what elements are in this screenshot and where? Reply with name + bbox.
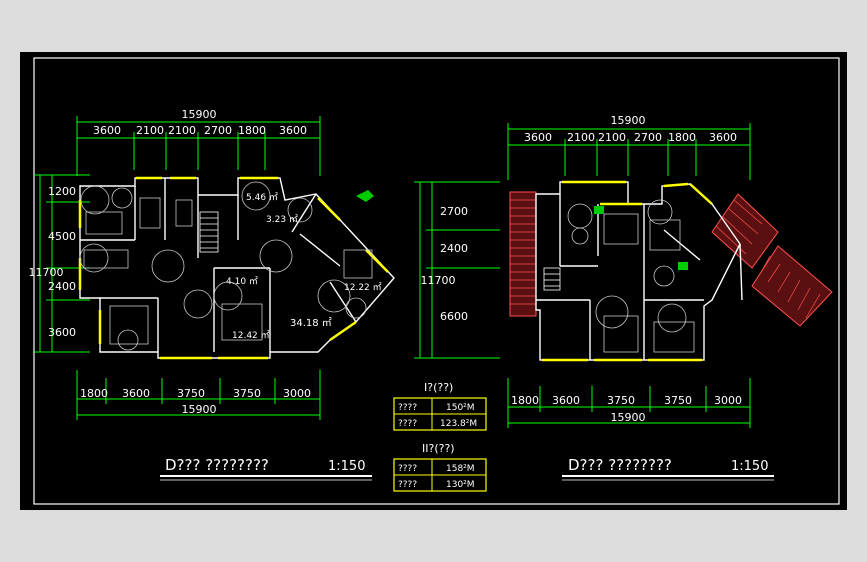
right-bottom-seg-1: 1800	[511, 394, 539, 407]
left-plan-scale: 1:150	[328, 459, 365, 474]
right-top-seg-2: 2100	[567, 131, 595, 144]
right-side-seg-1: 2700	[440, 205, 468, 218]
left-bottom-seg-1: 1800	[80, 387, 108, 400]
right-plan-windows	[542, 180, 713, 362]
right-side-seg-2: 2400	[440, 242, 468, 255]
right-top-dimensions	[507, 123, 751, 180]
right-plan-scale: 1:150	[731, 459, 768, 474]
right-stair	[543, 267, 561, 291]
right-side-total: 11700	[421, 274, 456, 287]
left-plan-furniture	[79, 181, 373, 351]
left-top-seg-6: 3600	[279, 124, 307, 137]
left-side-seg-2: 4500	[48, 230, 76, 243]
area-table-1-heading: I?(??)	[424, 381, 453, 394]
left-bottom-seg-4: 3750	[233, 387, 261, 400]
right-top-seg-5: 1800	[668, 131, 696, 144]
area-table-1-row-1-value: 150²M	[446, 403, 475, 413]
left-top-dimensions	[76, 116, 321, 176]
right-bottom-seg-3: 3750	[607, 394, 635, 407]
left-plan-title: D??? ????????	[165, 456, 269, 474]
left-top-total: 15900	[182, 108, 217, 121]
right-floor-plan: 15900 3600 2100 2100 2700 1800 3600 2700…	[414, 114, 833, 481]
left-side-seg-3: 2400	[48, 280, 76, 293]
area-table-1-row-1-label: ????	[398, 403, 417, 413]
left-side-total: 11700	[29, 266, 64, 279]
left-bottom-total: 15900	[182, 403, 217, 416]
left-plan-walls	[79, 177, 395, 359]
left-plan-windows	[78, 176, 389, 360]
left-bottom-seg-3: 3750	[177, 387, 205, 400]
right-plan-furniture	[567, 199, 695, 353]
right-green-marker-2	[678, 262, 688, 270]
area-table-2-heading: II?(??)	[422, 442, 455, 455]
drawing-frame	[33, 57, 840, 505]
right-plan-title: D??? ????????	[568, 456, 672, 474]
right-side-seg-3: 6600	[440, 310, 468, 323]
left-green-marker	[356, 190, 374, 202]
left-top-seg-4: 2700	[204, 124, 232, 137]
right-green-marker-1	[594, 206, 604, 214]
area-table-2-row-2-label: ????	[398, 480, 417, 490]
left-top-seg-5: 1800	[238, 124, 266, 137]
area-table-1-row-2-value: 123.8²M	[440, 419, 477, 429]
area-table-1: I?(??) ???? 150²M ???? 123.8²M	[393, 381, 487, 431]
right-side-dimensions	[414, 181, 500, 359]
left-top-seg-1: 3600	[93, 124, 121, 137]
right-top-seg-6: 3600	[709, 131, 737, 144]
right-bottom-seg-5: 3000	[714, 394, 742, 407]
left-stair	[199, 211, 219, 253]
left-floor-plan: 15900 3600 2100 2100 2700 1800 3600 1200…	[29, 108, 395, 481]
right-bottom-total: 15900	[611, 411, 646, 424]
right-top-seg-1: 3600	[524, 131, 552, 144]
area-table-2-row-1-label: ????	[398, 464, 417, 474]
left-bottom-dimensions	[76, 370, 321, 420]
drawing-sheet	[20, 52, 847, 510]
left-side-seg-1: 1200	[48, 185, 76, 198]
left-bottom-seg-5: 3000	[283, 387, 311, 400]
area-table-2-row-2-value: 130²M	[446, 480, 475, 490]
left-room-area-5: 12.42 ㎡	[232, 330, 270, 341]
left-bottom-seg-2: 3600	[122, 387, 150, 400]
area-table-2-row-1-value: 158²M	[446, 464, 475, 474]
right-top-total: 15900	[611, 114, 646, 127]
area-table-2: II?(??) ???? 158²M ???? 130²M	[393, 442, 487, 492]
left-room-area-1: 5.46 ㎡	[246, 192, 278, 203]
left-room-area-4: 12.22 ㎡	[344, 282, 382, 293]
right-bottom-seg-4: 3750	[664, 394, 692, 407]
left-top-seg-3: 2100	[168, 124, 196, 137]
left-room-area-3: 4.10 ㎡	[226, 276, 258, 287]
left-side-dimensions	[34, 174, 90, 353]
left-top-seg-2: 2100	[136, 124, 164, 137]
right-bottom-dimensions	[507, 378, 751, 428]
left-side-seg-4: 3600	[48, 326, 76, 339]
right-plan-decks	[509, 191, 833, 327]
right-bottom-seg-2: 3600	[552, 394, 580, 407]
area-table-1-row-2-label: ????	[398, 419, 417, 429]
right-top-seg-4: 2700	[634, 131, 662, 144]
left-room-area-6: 34.18 ㎡	[290, 317, 332, 329]
left-room-area-2: 3.23 ㎡	[266, 214, 298, 225]
right-top-seg-3: 2100	[598, 131, 626, 144]
